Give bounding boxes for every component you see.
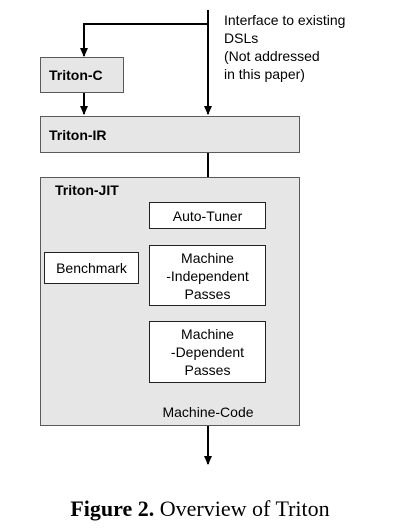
- interface-note-line: DSLs: [224, 30, 259, 46]
- interface-note-line: Interface to existing: [224, 12, 346, 28]
- independent-passes-line: -Independent: [166, 267, 249, 284]
- independent-passes-line: Machine: [181, 249, 234, 266]
- machine-code-node: Machine-Code: [150, 402, 266, 422]
- triton-c-box: Triton-C: [40, 57, 124, 93]
- benchmark-label: Benchmark: [56, 260, 127, 276]
- triton-ir-label: Triton-IR: [49, 126, 107, 143]
- dependent-passes-line: Passes: [184, 362, 231, 378]
- dependent-passes-line: -Dependent: [170, 344, 245, 360]
- figure-caption: Figure 2. Overview of Triton: [0, 496, 400, 522]
- interface-note: Interface to existing DSLs (Not addresse…: [224, 11, 345, 83]
- triton-c-label: Triton-C: [49, 67, 103, 83]
- triton-ir-box: Triton-IR: [40, 116, 300, 153]
- auto-tuner-label: Auto-Tuner: [172, 207, 243, 224]
- auto-tuner-box: Auto-Tuner: [149, 202, 266, 229]
- figure-caption-label: Figure 2.: [70, 496, 155, 521]
- machine-code-label: Machine-Code: [162, 404, 254, 420]
- dependent-passes-box: Machine -Dependent Passes: [149, 321, 266, 383]
- figure-caption-text: Overview of Triton: [159, 496, 330, 521]
- interface-note-line: (Not addressed: [224, 48, 320, 64]
- independent-passes-box: Machine -Independent Passes: [149, 245, 266, 306]
- entry-to-triton-c-arrow: [80, 10, 209, 57]
- benchmark-box: Benchmark: [44, 252, 139, 284]
- dependent-passes-line: Machine: [181, 326, 234, 342]
- interface-note-line: in this paper): [224, 66, 305, 82]
- triton-jit-label: Triton-JIT: [55, 182, 119, 198]
- independent-passes-line: Passes: [184, 285, 231, 302]
